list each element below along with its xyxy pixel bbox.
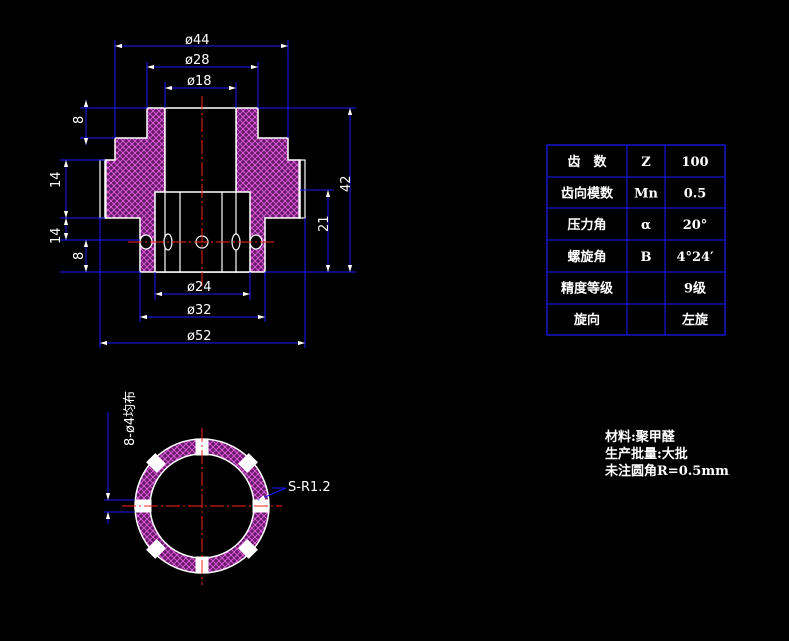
table-cell-symbol: Z bbox=[641, 155, 651, 170]
table-cell-name: 压力角 bbox=[567, 217, 606, 233]
dim-top-outer: ø44 bbox=[185, 33, 210, 48]
section-view: 8-ø4均布 S-R1.2 bbox=[104, 391, 331, 585]
table-cell-value: 左旋 bbox=[682, 312, 709, 328]
dim-left-mid: 14 bbox=[49, 171, 64, 188]
note-material: 材料:聚甲醛 bbox=[605, 429, 676, 445]
table-cell-value: 4°24′ bbox=[676, 250, 714, 265]
table-cell-name: 螺旋角 bbox=[567, 249, 606, 265]
dim-left-top: 8 bbox=[72, 116, 87, 124]
front-view: ø44 ø28 ø18 ø24 ø32 ø52 8 14 14 8 bbox=[49, 33, 356, 348]
table-cell-name: 齿向模数 bbox=[561, 186, 614, 202]
dim-right-inner: 21 bbox=[317, 215, 332, 232]
table-cell-value: 9级 bbox=[684, 281, 707, 297]
dim-left-low: 14 bbox=[49, 227, 64, 244]
table-cell-name: 旋向 bbox=[573, 312, 600, 328]
dim-bottom-inner: ø24 bbox=[187, 280, 212, 295]
table-cell-name: 精度等级 bbox=[561, 281, 614, 297]
dim-bottom-mid: ø32 bbox=[187, 303, 212, 318]
dim-top-mid: ø28 bbox=[185, 53, 210, 68]
dim-right-outer: 42 bbox=[339, 175, 354, 192]
table-cell-value: 100 bbox=[681, 155, 708, 170]
note-batch: 生产批量:大批 bbox=[605, 446, 688, 462]
params-table: 齿 数 Z 100 齿向模数 Mn 0.5 压力角 α 20° 螺旋角 B 4°24′ 精度等级 9级旋向… bbox=[546, 144, 726, 336]
table-cell-symbol: B bbox=[641, 250, 652, 265]
dim-bottom-outer: ø52 bbox=[187, 329, 212, 344]
table-cell-name: 齿 数 bbox=[567, 154, 607, 170]
note-fillet: 未注圆角R=0.5mm bbox=[604, 463, 729, 479]
table-cell-symbol: Mn bbox=[634, 187, 658, 202]
radius-note: S-R1.2 bbox=[288, 480, 331, 495]
table-cell-symbol: α bbox=[641, 218, 651, 233]
dim-left-bottom: 8 bbox=[72, 252, 87, 260]
hole-note: 8-ø4均布 bbox=[123, 391, 138, 446]
dim-top-inner: ø18 bbox=[187, 74, 212, 89]
table-cell-value: 20° bbox=[683, 218, 708, 233]
table-cell-value: 0.5 bbox=[684, 187, 707, 202]
technical-notes: 材料:聚甲醛 生产批量:大批 未注圆角R=0.5mm bbox=[604, 429, 729, 479]
